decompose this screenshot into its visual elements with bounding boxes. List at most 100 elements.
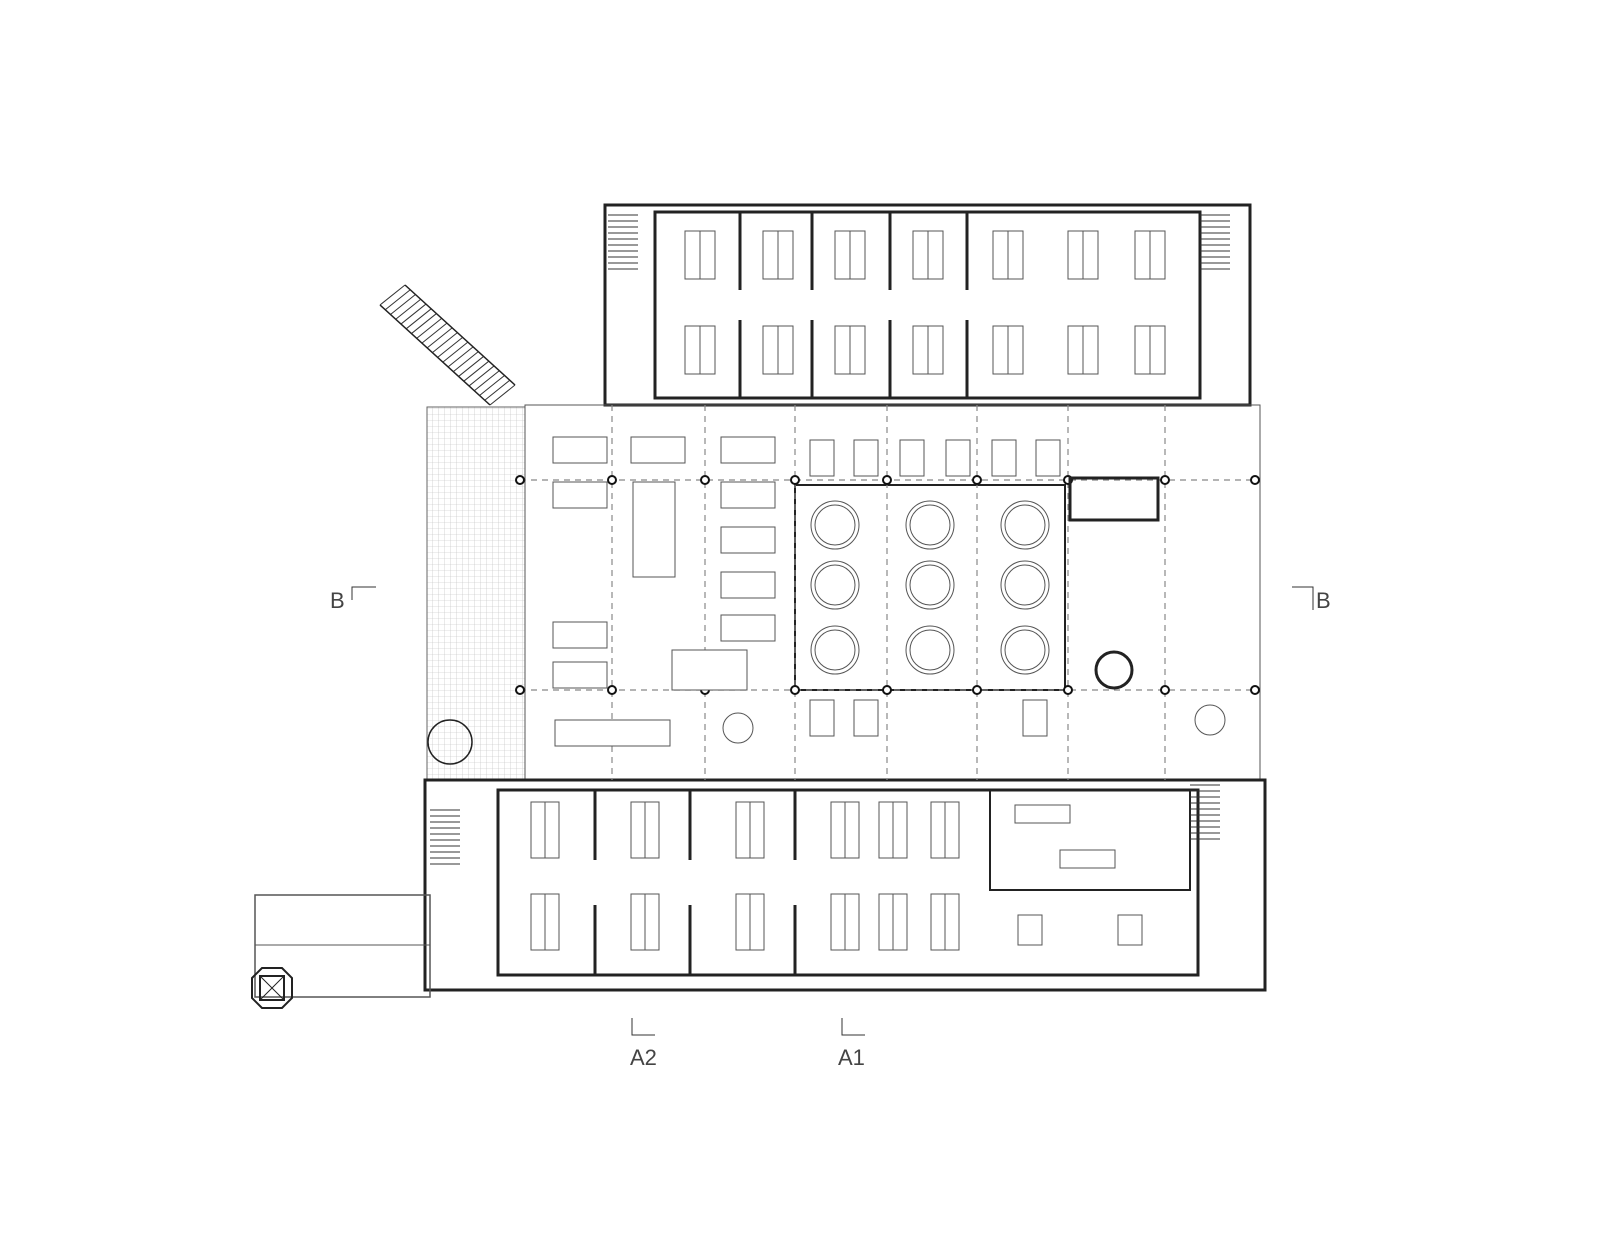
- column: [1160, 685, 1170, 695]
- desk-pair: [630, 436, 686, 464]
- column: [700, 475, 710, 485]
- column: [607, 685, 617, 695]
- section-mark-a2: [631, 1018, 655, 1036]
- stair-core: [1200, 214, 1230, 270]
- column: [1250, 475, 1260, 485]
- column: [972, 475, 982, 485]
- stair-tread: [432, 332, 458, 354]
- desk-pair: [720, 436, 776, 464]
- terrace-grid: [426, 406, 526, 780]
- desk: [809, 439, 835, 477]
- stair-tread: [411, 313, 437, 334]
- south-wing-inner: [496, 788, 1200, 977]
- round-table-inner: [909, 504, 951, 546]
- meeting-table: [1059, 849, 1116, 869]
- desk: [853, 699, 879, 737]
- meeting-room: [989, 789, 1191, 891]
- north-wing-inner: [653, 210, 1202, 400]
- column: [515, 475, 525, 485]
- desk-pair: [552, 621, 608, 649]
- stair-tread: [395, 298, 422, 320]
- stair-tread: [484, 379, 511, 401]
- stair-tread: [447, 346, 474, 368]
- column: [1160, 475, 1170, 485]
- stair-tread: [421, 322, 448, 344]
- lift-shaft: [251, 967, 293, 1009]
- desk: [991, 439, 1017, 477]
- column: [790, 685, 800, 695]
- stair-tread: [463, 360, 490, 382]
- stair-tread: [479, 375, 505, 396]
- desk: [853, 439, 879, 477]
- section-label-a1: A1: [838, 1045, 865, 1070]
- desk: [809, 699, 835, 737]
- section-label-b-left: B: [330, 588, 345, 613]
- round-table-inner: [1004, 629, 1046, 671]
- column: [1063, 685, 1073, 695]
- stair-tread: [442, 341, 469, 363]
- spiral-stair: [427, 719, 473, 765]
- stair-tread: [453, 351, 479, 373]
- office-desk: [1117, 914, 1143, 946]
- column: [882, 685, 892, 695]
- section-mark-b-right: [1292, 586, 1314, 610]
- desk-pair: [552, 436, 608, 464]
- external-stair: [379, 284, 516, 406]
- stair-tread: [437, 336, 463, 358]
- column: [790, 475, 800, 485]
- column: [607, 475, 617, 485]
- stair-tread: [416, 317, 442, 339]
- section-label-b-right: B: [1316, 588, 1331, 613]
- desk: [1035, 439, 1061, 477]
- column: [882, 475, 892, 485]
- desk-pair: [720, 481, 776, 509]
- column: [1250, 685, 1260, 695]
- round-table-inner: [814, 504, 856, 546]
- desk-pair: [720, 614, 776, 642]
- stair-tread: [405, 308, 432, 330]
- round-table-inner: [909, 564, 951, 606]
- meeting-table: [1014, 804, 1071, 824]
- stair-stringer: [379, 284, 516, 406]
- stair-core: [608, 214, 638, 270]
- desk-row: [554, 719, 671, 747]
- stair-core: [430, 809, 460, 865]
- round-table: [722, 712, 754, 744]
- round-table-inner: [1004, 564, 1046, 606]
- desk: [899, 439, 925, 477]
- annex: [254, 894, 431, 998]
- column: [515, 685, 525, 695]
- south-wing-walls: [423, 778, 1267, 992]
- round-table-inner: [909, 629, 951, 671]
- column: [972, 685, 982, 695]
- stair-tread: [468, 365, 495, 387]
- stair-tread: [426, 327, 453, 349]
- kitchen-counter: [671, 649, 748, 691]
- stair-tread: [489, 384, 516, 406]
- desk: [1022, 699, 1048, 737]
- stair-tread: [400, 303, 427, 325]
- section-mark-b-left: [351, 586, 376, 600]
- desk-pair: [552, 661, 608, 689]
- round-table-inner: [1004, 504, 1046, 546]
- kitchen-counter: [632, 481, 676, 578]
- desk-pair: [552, 481, 608, 509]
- office-desk: [1017, 914, 1043, 946]
- stair-tread: [390, 294, 416, 315]
- section-mark-a1: [841, 1018, 865, 1036]
- stair-tread: [458, 356, 484, 377]
- lift-core: [1094, 650, 1134, 690]
- stair-tread: [384, 289, 411, 311]
- round-table-inner: [814, 564, 856, 606]
- section-label-a2: A2: [630, 1045, 657, 1070]
- stair-tread: [379, 284, 406, 306]
- stair-tread: [473, 370, 500, 392]
- round-table: [1194, 704, 1226, 736]
- desk-pair: [720, 571, 776, 599]
- stair-core: [1190, 784, 1220, 840]
- restroom-block: [1068, 476, 1160, 522]
- round-table-inner: [814, 629, 856, 671]
- desk: [945, 439, 971, 477]
